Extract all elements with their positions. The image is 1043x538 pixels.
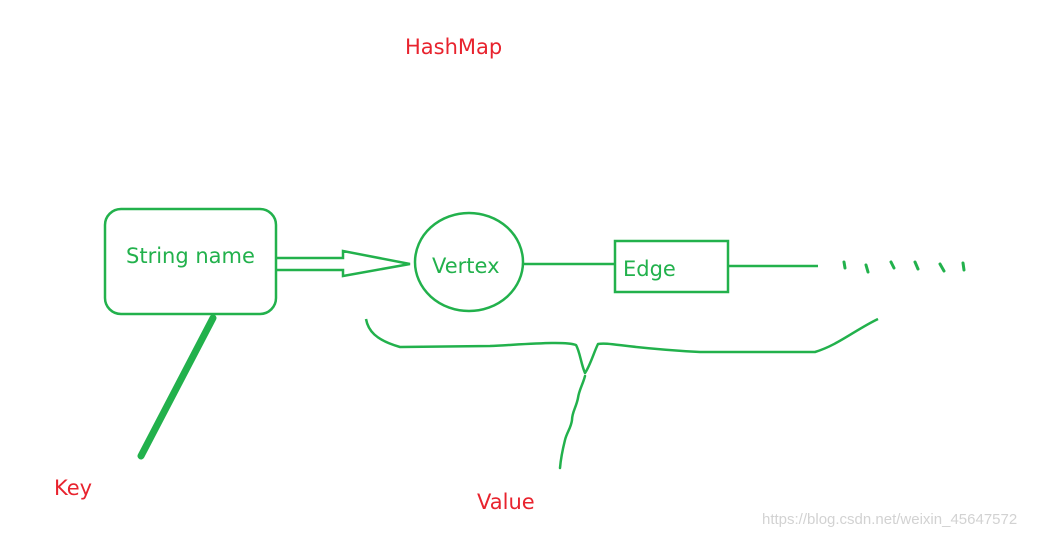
continuation-dots <box>842 260 966 274</box>
edge-label: Edge <box>623 257 676 281</box>
value-brace <box>364 317 879 375</box>
value-label: Value <box>477 490 535 514</box>
hollow-arrow <box>277 249 411 278</box>
key-label: Key <box>54 476 93 500</box>
key-box-label: String name <box>126 244 255 268</box>
diagram-title: HashMap <box>405 35 503 59</box>
key-box <box>103 207 278 316</box>
key-pointer-line <box>137 314 217 460</box>
vertex-circle <box>413 211 525 313</box>
value-pointer-line <box>558 374 587 470</box>
watermark: https://blog.csdn.net/weixin_45647572 <box>762 511 1018 528</box>
vertex-label: Vertex <box>432 254 500 278</box>
